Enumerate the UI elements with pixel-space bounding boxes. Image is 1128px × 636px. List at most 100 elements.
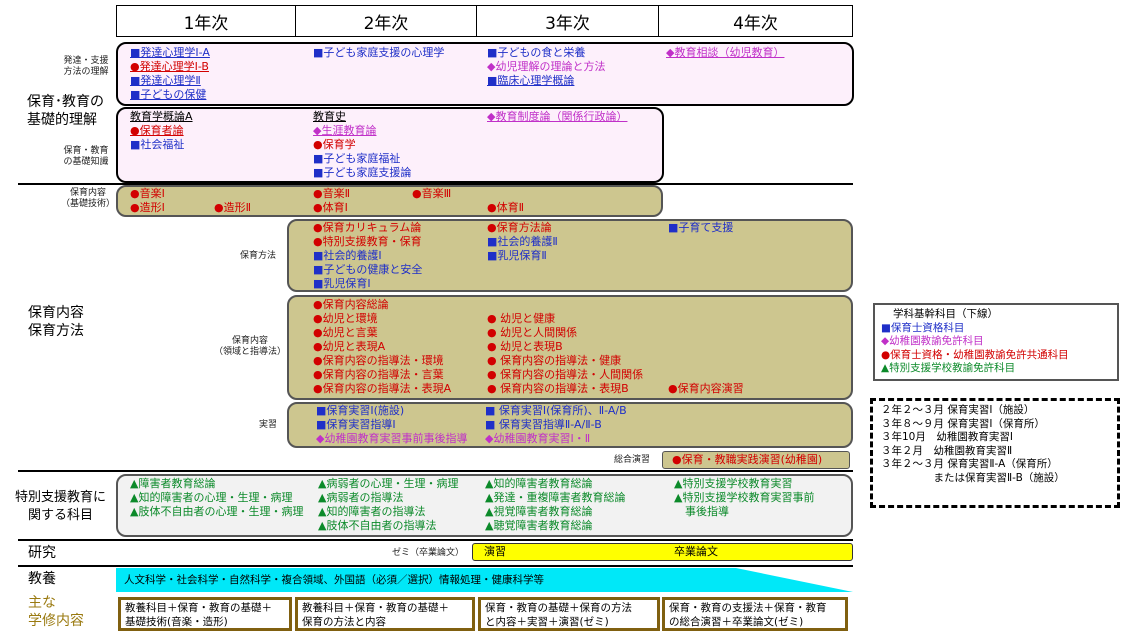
course-shikaku-soron: ▲視覚障害者教育総論 — [485, 505, 593, 518]
divider-2 — [18, 470, 853, 472]
legend-tokushi: ▲特別支援学校教諭免許科目 — [881, 362, 1016, 374]
box-sogo-enshu — [662, 451, 850, 469]
legend-yochien: ◆幼稚園教諭免許科目 — [881, 335, 984, 347]
course-tokushi-jisshu: ▲特別支援学校教育実習 — [674, 477, 793, 490]
course-hattatsu-1b: ●発達心理学Ⅰ-B — [130, 60, 209, 73]
section-shuna: 主な 学修内容 — [28, 595, 84, 629]
year-header-1: 1年次 — [116, 5, 295, 37]
course-hoikugaku: ●保育学 — [313, 138, 356, 151]
schedule-line-5: ３年２～３月 保育実習Ⅱ-A（保育所） — [881, 458, 1058, 471]
jisshu-schedule: ２年２～３月 保育実習Ⅰ（施設） ３年８～９月 保育実習Ⅰ（保育所） ３年10月… — [870, 398, 1120, 508]
label-sogo: 総合演習 — [613, 455, 650, 465]
box-hoiku-hoho — [287, 219, 853, 292]
label-hattatsu: 発達・支援 方法の理解 — [63, 56, 109, 77]
section-kyoyo: 教養 — [28, 571, 56, 587]
schedule-line-1: ２年２～３月 保育実習Ⅰ（施設） — [881, 404, 1035, 416]
course-nyuji-hoiku-1: ■乳児保育Ⅰ — [313, 277, 371, 290]
course-yoji-hyogen-a: ●幼児と表現A — [313, 340, 386, 353]
course-naiyo-soron: ●保育内容総論 — [313, 298, 389, 311]
course-ongaku-2: ●音楽Ⅱ — [313, 187, 351, 200]
schedule-line-6: または保育実習Ⅱ-B（施設） — [881, 471, 1065, 484]
box-hoiku-naiyo — [287, 295, 853, 400]
course-tokubetsu-shien-hoiku: ●特別支援教育・保育 — [313, 235, 422, 248]
course-chokaku-soron: ▲聴覚障害者教育総論 — [485, 519, 593, 532]
course-jisshu-shido-2: ■ 保育実習指導Ⅱ-A/Ⅱ-B — [485, 418, 602, 431]
course-rinsho-shinri: ■臨床心理学概論 — [487, 74, 575, 87]
course-hattatsu-2: ■発達心理学Ⅱ — [130, 74, 201, 87]
course-taiiku-1: ●体育Ⅰ — [313, 201, 348, 214]
course-yochien-jisshu: ◆幼稚園教育実習Ⅰ・Ⅱ — [485, 432, 591, 445]
divider-3 — [18, 539, 853, 541]
course-hoikusharon: ●保育者論 — [130, 124, 184, 137]
course-shidoho-kotoba: ●保育内容の指導法・言葉 — [313, 368, 444, 381]
course-yoji-hyogen-b: ● 幼児と表現B — [487, 340, 563, 353]
course-shogaisha-soron: ▲障害者教育総論 — [130, 477, 216, 490]
course-shakai-fukushi: ■社会福祉 — [130, 138, 185, 151]
kyoyo-wedge — [116, 568, 853, 592]
course-yochien-jizen-jigo: ◆幼稚園教育実習事前事後指導 — [316, 432, 468, 445]
course-hattatsu-1a: ■発達心理学Ⅰ-A — [130, 46, 210, 59]
course-hoiku-hohoron: ●保育方法論 — [487, 221, 552, 234]
course-kyoikushi: 教育史 — [313, 110, 346, 123]
course-shidoho-ningen: ● 保育内容の指導法・人間関係 — [487, 368, 644, 381]
schedule-line-4: ３年２月 幼稚園教育実習Ⅱ — [881, 444, 1013, 457]
course-hattatsu-jufuku: ▲発達・重複障害者教育総論 — [485, 491, 626, 504]
course-chiteki-shidoho: ▲知的障害者の指導法 — [318, 505, 426, 518]
label-jisshu: 実習 — [258, 420, 277, 430]
box-kiso-gijutsu — [116, 185, 663, 217]
year-header-3: 3年次 — [476, 5, 658, 37]
section-kenkyu: 研究 — [28, 545, 56, 561]
course-shakaiteki-yogo-2: ■社会的養護Ⅱ — [487, 235, 558, 248]
kenkyu-sotsuron: 卒業論文 — [674, 545, 718, 558]
course-yoji-ningen: ● 幼児と人間関係 — [487, 326, 578, 339]
schedule-line-2: ３年８～９月 保育実習Ⅰ（保育所） — [881, 417, 1045, 430]
year-header-4: 4年次 — [658, 5, 853, 37]
summary-year-3: 保育・教育の基礎＋保育の方法 と内容＋実習＋演習(ゼミ) — [478, 597, 660, 631]
course-yoji-kenko: ● 幼児と健康 — [487, 312, 556, 325]
box-hattatsu — [116, 42, 854, 106]
course-byojaku-shidoho: ▲病弱者の指導法 — [318, 491, 404, 504]
course-yoji-kankyo: ●幼児と環境 — [313, 312, 378, 325]
course-kyoiku-seido: ◆教育制度論（関係行政論） — [487, 110, 628, 123]
course-yoji-kotoba: ●幼児と言葉 — [313, 326, 378, 339]
course-zokei-1: ●造形Ⅰ — [130, 201, 165, 214]
label-hoiku-naiyo: 保育内容 （領域と指導法） — [213, 336, 286, 357]
section-kiso-title: 保育･教育の 基礎的理解 — [27, 94, 104, 128]
course-chiteki-shinri: ▲知的障害者の心理・生理・病理 — [130, 491, 293, 504]
course-jisshu-shido-1: ■保育実習指導Ⅰ — [316, 418, 396, 431]
course-kodomo-hoken: ■子どもの保健 — [130, 88, 207, 101]
course-kyoikugaku: 教育学概論A — [130, 110, 193, 123]
course-shidoho-kenko: ● 保育内容の指導法・健康 — [487, 354, 622, 367]
divider-4 — [18, 565, 853, 567]
course-tokushi-jigo: 事後指導 — [674, 505, 729, 518]
course-yoji-rikai: ◆幼児理解の理論と方法 — [487, 60, 606, 73]
course-kodomo-katei-shien: ■子ども家庭支援論 — [313, 166, 412, 179]
divider-1 — [18, 183, 853, 185]
section-tokubetsu-title: 特別支援教育に 関する科目 — [15, 490, 107, 523]
course-shogai-kyoiku: ◆生涯教育論 — [313, 124, 377, 137]
summary-year-1: 教養科目＋保育・教育の基礎＋ 基礎技術(音楽・造形) — [118, 597, 292, 631]
label-hoiku-hoho: 保育方法 — [239, 251, 276, 261]
course-shidoho-hyogen-a: ●保育内容の指導法・表現A — [313, 382, 452, 395]
course-taiiku-2: ●体育Ⅱ — [487, 201, 525, 214]
course-ongaku-3: ●音楽Ⅲ — [412, 187, 452, 200]
legend-kikan: 学科基幹科目（下線） — [893, 308, 998, 320]
course-kodomo-katei-fukushi: ■子ども家庭福祉 — [313, 152, 401, 165]
box-jisshu — [287, 402, 853, 448]
kenkyu-bar — [472, 543, 853, 561]
label-zemi: ゼミ（卒業論文） — [391, 548, 464, 558]
box-kiso-chishiki — [116, 107, 664, 183]
course-zokei-2: ●造形Ⅱ — [214, 201, 252, 214]
legend-kyotsu: ●保育士資格・幼稚園教諭免許共通科目 — [881, 348, 1069, 361]
course-shakaiteki-yogo-1: ■社会的養護Ⅰ — [313, 249, 382, 262]
summary-year-2: 教養科目＋保育・教育の基礎＋ 保育の方法と内容 — [295, 597, 475, 631]
kyoyo-text: 人文科学・社会科学・自然科学・複合領域、外国語（必須／選択）情報処理・健康科学等 — [124, 574, 544, 586]
course-nyuji-hoiku-2: ■乳児保育Ⅱ — [487, 249, 547, 262]
course-jisshu-hoikusho: ■ 保育実習Ⅰ(保育所)、Ⅱ-A/B — [485, 404, 627, 417]
legend-box: 学科基幹科目（下線） ■保育士資格科目 ◆幼稚園教諭免許科目 ●保育士資格・幼稚… — [873, 303, 1119, 381]
course-chiteki-soron: ▲知的障害者教育総論 — [485, 477, 593, 490]
course-naiyo-enshu: ●保育内容演習 — [668, 382, 744, 395]
label-naiyo-kiso: 保育内容 （基礎技術） — [60, 188, 115, 209]
course-shidoho-hyogen-b: ● 保育内容の指導法・表現B — [487, 382, 629, 395]
year-header-2: 2年次 — [295, 5, 476, 37]
